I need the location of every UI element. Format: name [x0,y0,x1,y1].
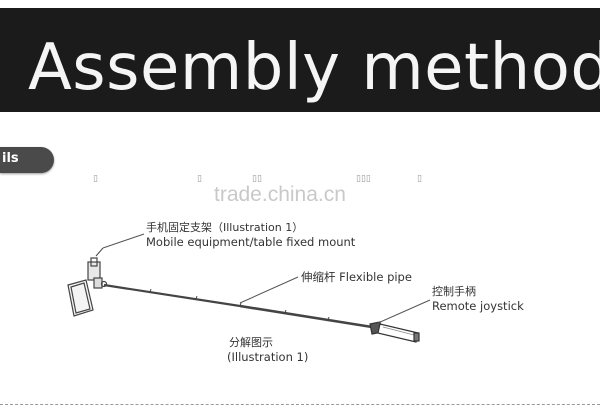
decorative-glyph: ▯ [417,174,422,184]
joystick-label-cn: 控制手柄 [432,285,476,298]
decorative-glyph: ▯▯▯ [356,174,371,184]
banner-title: Assembly method [28,31,600,105]
mount-label-en: Mobile equipment/table fixed mount [146,235,356,249]
decorative-glyph: ▯▯ [252,174,262,184]
phone-mount-drawing [67,247,108,317]
caption-en: (Illustration 1) [227,350,309,364]
details-tab-label: ils [2,151,19,166]
joystick-label-en: Remote joystick [432,299,524,313]
decorative-glyph: ▯ [197,174,202,184]
banner: Assembly method [0,0,600,118]
decorative-glyph: ▯ [93,174,98,184]
watermark: trade.china.cn [214,183,346,206]
mount-label-cn: 手机固定支架（Illustration 1） [146,221,304,234]
details-tab[interactable]: ils [0,147,54,173]
handle-drawing [369,321,420,343]
caption-cn: 分解图示 [229,336,273,349]
telescopic-pole-drawing [103,283,373,329]
pipe-label: 伸缩杆 Flexible pipe [301,270,412,284]
banner-bar: Assembly method [0,8,600,112]
section-divider [0,404,600,405]
callout-leaders [102,233,431,324]
